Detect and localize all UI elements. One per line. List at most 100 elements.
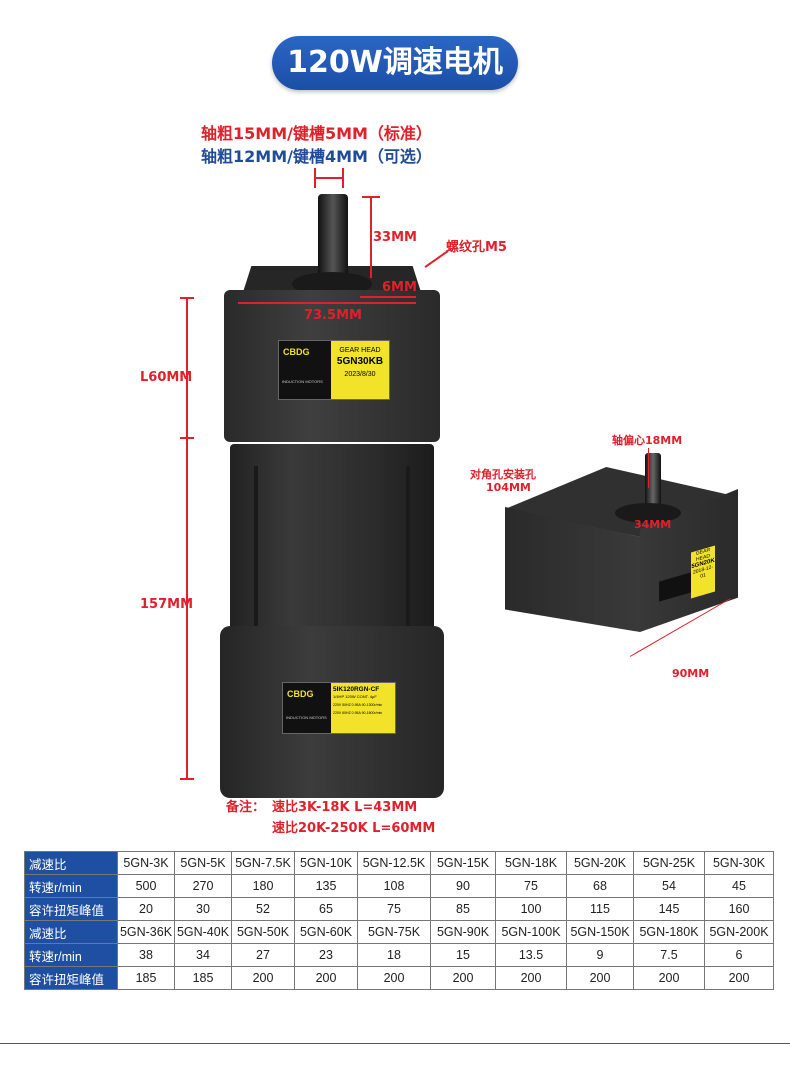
gearbox-label-model: 5GN30KB	[336, 356, 384, 367]
gearbox-label-brand: CBDG	[283, 347, 310, 357]
table-cell: 5GN-90K	[430, 920, 496, 944]
side-hub	[615, 503, 681, 523]
table-cell: 9	[566, 943, 634, 967]
table-cell: 160	[704, 897, 774, 921]
shaft-spec-standard: 轴粗15MM/键槽5MM（标准）	[201, 124, 432, 143]
table-cell: 145	[633, 897, 705, 921]
gearbox-label-sub: INDUCTION MOTORS	[282, 379, 323, 384]
bottom-divider	[0, 1043, 790, 1044]
table-cell: 180	[231, 874, 295, 898]
table-cell: 5GN-20K	[566, 851, 634, 875]
shaft-spec-optional: 轴粗12MM/键槽4MM（可选）	[201, 147, 432, 166]
hub-dim-label: 34MM	[634, 518, 672, 531]
table-cell: 500	[117, 874, 175, 898]
table-cell: 5GN-180K	[633, 920, 705, 944]
table-cell: 5GN-100K	[495, 920, 567, 944]
table-cell: 5GN-7.5K	[231, 851, 295, 875]
table-cell: 15	[430, 943, 496, 967]
table-cell: 100	[495, 897, 567, 921]
table-cell: 5GN-30K	[704, 851, 774, 875]
table-cell: 5GN-50K	[231, 920, 295, 944]
table-cell: 5GN-25K	[633, 851, 705, 875]
table-cell: 108	[357, 874, 431, 898]
table-cell: 54	[633, 874, 705, 898]
table-cell: 5GN-15K	[430, 851, 496, 875]
table-cell: 5GN-10K	[294, 851, 358, 875]
table-cell: 200	[430, 966, 496, 990]
table-cell: 200	[495, 966, 567, 990]
notes-prefix: 备注：	[226, 800, 266, 815]
table-cell: 200	[357, 966, 431, 990]
table-row-header: 转速r/min	[24, 943, 118, 967]
width-dim-line	[238, 302, 416, 304]
table-cell: 75	[357, 897, 431, 921]
table-cell: 30	[174, 897, 232, 921]
table-cell: 5GN-5K	[174, 851, 232, 875]
table-row-header: 容许扭矩峰值	[24, 966, 118, 990]
table-cell: 5GN-60K	[294, 920, 358, 944]
motor-label-spec: 1/4HP 120W CONT. 4μF	[333, 694, 377, 699]
key-depth-line	[360, 296, 416, 298]
table-row-header: 减速比	[24, 851, 118, 875]
key-depth-label: 6MM	[382, 280, 417, 295]
shaft-dim-line	[314, 177, 344, 179]
table-cell: 45	[704, 874, 774, 898]
diag-hole-value: 104MM	[486, 481, 531, 494]
offset-label: 轴偏心18MM	[612, 434, 683, 447]
gearbox-label: CBDG INDUCTION MOTORS GEAR HEAD 5GN30KB …	[278, 340, 390, 400]
table-cell: 65	[294, 897, 358, 921]
screw-hole-label: 螺纹孔M5	[446, 240, 507, 255]
table-cell: 135	[294, 874, 358, 898]
shaft-length-line	[370, 196, 372, 278]
table-cell: 6	[704, 943, 774, 967]
motor-body	[230, 444, 434, 644]
motor-label-sub: INDUCTION MOTORS	[286, 715, 327, 720]
table-cell: 5GN-18K	[495, 851, 567, 875]
table-cell: 75	[495, 874, 567, 898]
motor-label: CBDG INDUCTION MOTORS 5IK120RGN-CF 1/4HP…	[282, 682, 396, 734]
table-cell: 5GN-200K	[704, 920, 774, 944]
table-cell: 27	[231, 943, 295, 967]
side-dim-label: 90MM	[672, 667, 710, 680]
table-cell: 5GN-36K	[117, 920, 175, 944]
table-cell: 34	[174, 943, 232, 967]
table-cell: 68	[566, 874, 634, 898]
motor-fin	[254, 466, 258, 636]
motor-length-tick-bottom	[180, 778, 194, 780]
table-cell: 5GN-150K	[566, 920, 634, 944]
gearbox-label-date: 2023/8/30	[344, 371, 376, 378]
table-cell: 5GN-75K	[357, 920, 431, 944]
table-cell: 52	[231, 897, 295, 921]
table-cell: 200	[566, 966, 634, 990]
width-dim-label: 73.5MM	[304, 308, 362, 323]
table-cell: 200	[704, 966, 774, 990]
table-cell: 270	[174, 874, 232, 898]
table-cell: 200	[633, 966, 705, 990]
shaft-length-label: 33MM	[373, 230, 417, 245]
table-row-header: 转速r/min	[24, 874, 118, 898]
motor-label-brand: CBDG	[287, 689, 314, 699]
table-cell: 90	[430, 874, 496, 898]
table-cell: 185	[117, 966, 175, 990]
gear-length-label: L60MM	[140, 370, 193, 385]
table-cell: 5GN-40K	[174, 920, 232, 944]
table-cell: 7.5	[633, 943, 705, 967]
table-cell: 13.5	[495, 943, 567, 967]
table-cell: 200	[231, 966, 295, 990]
table-cell: 5GN-3K	[117, 851, 175, 875]
gear-length-tick-bottom	[180, 437, 194, 439]
gearbox-label-line1: GEAR HEAD	[339, 347, 381, 354]
motor-label-line-60hz: 220V 60HZ 0.95A 90-1600r/min	[333, 711, 383, 715]
table-cell: 85	[430, 897, 496, 921]
gearbox-side-illustration: GEAR HEAD 5GN20K 2018-12-01	[505, 445, 745, 655]
motor-length-line	[186, 439, 188, 779]
table-cell: 200	[294, 966, 358, 990]
motor-fin	[406, 466, 410, 636]
table-cell: 115	[566, 897, 634, 921]
